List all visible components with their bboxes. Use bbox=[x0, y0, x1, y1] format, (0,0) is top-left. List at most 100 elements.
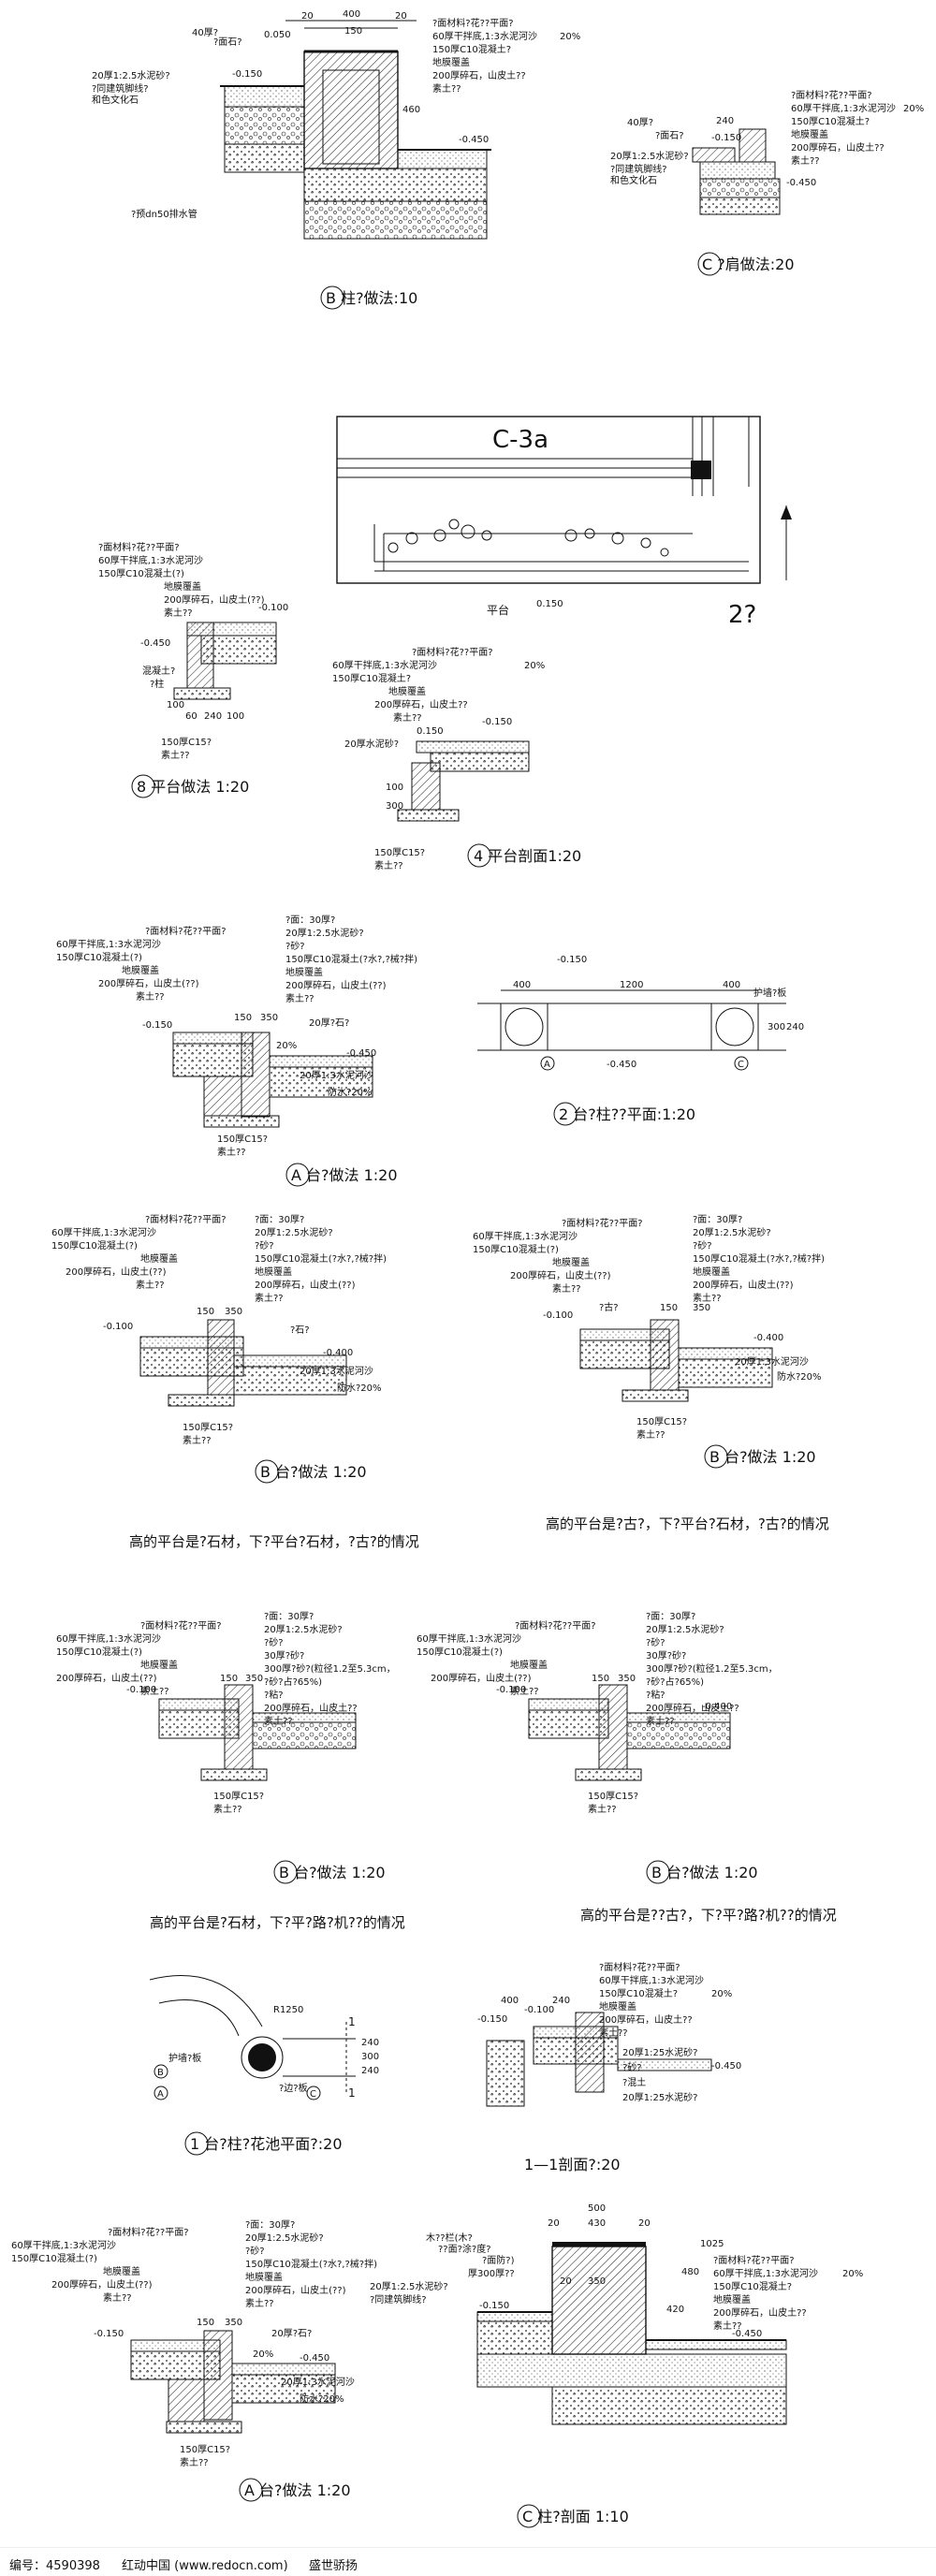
layer-6: 素土?? bbox=[136, 990, 165, 1003]
note-concrete: 混凝土? bbox=[142, 665, 175, 677]
title-d8: B 台?做法 1:20 bbox=[709, 1448, 816, 1466]
note-c15: 150厚C15? bbox=[183, 1422, 233, 1433]
layer-2: 60厚干拌底,1:3水泥河沙 bbox=[432, 30, 537, 42]
layer-3: 150厚C10混凝土? bbox=[332, 672, 411, 684]
note-soil: 素土?? bbox=[161, 749, 190, 761]
dim-300: 300 bbox=[386, 801, 403, 812]
dim-350: 350 bbox=[693, 1303, 710, 1313]
rlayer-8: 200厚碎石，山皮土?? bbox=[646, 1702, 739, 1714]
layer-4: 地膜覆盖 bbox=[552, 1256, 590, 1268]
layer-6: 素土?? bbox=[552, 1282, 581, 1295]
plan-section-mark: 2? bbox=[728, 601, 756, 629]
dim-400: 400 bbox=[501, 1996, 519, 2006]
elev-m0100: -0.100 bbox=[126, 1685, 156, 1695]
title-d6: 2 台?柱??平面:1:20 bbox=[559, 1105, 695, 1123]
note-d8: 高的平台是?古?，下?平台?石材，?古?的情况 bbox=[546, 1515, 829, 1532]
rlayer-8: 200厚碎石，山皮土?? bbox=[264, 1702, 358, 1714]
note-mix: ?混土 bbox=[622, 2076, 646, 2088]
layer-1: ?面材料?花??平面? bbox=[412, 646, 493, 658]
layer-5: 200厚碎石，山皮土(??) bbox=[56, 1672, 157, 1684]
dim-480: 480 bbox=[681, 2267, 699, 2277]
dim-240b: 240 bbox=[361, 2066, 379, 2076]
elev-m0150: -0.150 bbox=[711, 133, 741, 143]
title-d14: C 柱?剖面 1:10 bbox=[522, 2508, 629, 2525]
dim-20a: 20 bbox=[301, 11, 314, 22]
note-stone: 20厚?石? bbox=[309, 1017, 349, 1029]
rlayer-3: ?砂? bbox=[285, 940, 305, 952]
rlayer-2: 20厚1:2.5水泥砂? bbox=[285, 927, 364, 939]
elev-m0100: -0.100 bbox=[543, 1310, 573, 1321]
slope-20: 20% bbox=[560, 32, 580, 42]
note-edge: ?边?板 bbox=[279, 2082, 308, 2094]
layer-2: 60厚干拌底,1:3水泥河沙 bbox=[56, 1632, 161, 1645]
elev-m0400: -0.400 bbox=[702, 1702, 732, 1712]
title-d2: C ?肩做法:20 bbox=[702, 256, 795, 273]
dim-400: 400 bbox=[343, 9, 360, 20]
elev-m0450: -0.450 bbox=[140, 638, 170, 649]
note-soil: 素土?? bbox=[374, 859, 403, 871]
mark-b: B bbox=[157, 2068, 164, 2078]
rlayer-3: ?砂? bbox=[646, 1636, 665, 1648]
dim-350: 350 bbox=[225, 1307, 242, 1317]
dim-r1250: R1250 bbox=[273, 2005, 303, 2015]
dim-150: 150 bbox=[220, 1674, 238, 1684]
layer-2: 60厚干拌底,1:3水泥河沙 bbox=[599, 1974, 704, 1986]
layer-1: ?面材料?花??平面? bbox=[713, 2254, 795, 2266]
detail-column-section: 20 400 20 0.050 150 40厚? ?面石? 20厚1:2.5水泥… bbox=[92, 9, 580, 310]
dim-100: 100 bbox=[386, 783, 403, 793]
dim-20c: 20 bbox=[560, 2276, 572, 2287]
cut-1a: 1 bbox=[348, 2015, 356, 2028]
slope-20: 20% bbox=[711, 1989, 732, 1999]
elev-m0150: -0.150 bbox=[482, 717, 512, 727]
elev-m0100: -0.100 bbox=[103, 1322, 133, 1332]
title-d12: 1—1剖面?:20 bbox=[524, 2156, 621, 2174]
rlayer-7: 素土?? bbox=[255, 1292, 284, 1304]
layer-3: 150厚C10混凝土(?) bbox=[56, 1646, 142, 1658]
note-d10: 高的平台是??古?，下?平?路?机??的情况 bbox=[580, 1907, 837, 1924]
layer-5: 200厚碎石，山皮土(??) bbox=[431, 1672, 532, 1684]
elev-m0450: -0.450 bbox=[732, 2329, 762, 2339]
layer-4: 地膜覆盖 bbox=[164, 580, 201, 593]
rlayer-7: 素土?? bbox=[285, 992, 314, 1004]
mark-c: C bbox=[310, 2089, 316, 2100]
layer-5: 200厚碎石，山皮土(??) bbox=[66, 1266, 167, 1278]
elev-m0150: -0.150 bbox=[94, 2329, 124, 2339]
note-culture: 和色文化石 bbox=[610, 174, 657, 186]
dim-350: 350 bbox=[588, 2276, 606, 2287]
note-railing: 木??栏(木? bbox=[426, 2232, 473, 2244]
rlayer-6: ?砂?占?65%) bbox=[264, 1676, 322, 1688]
dim-60: 60 bbox=[185, 711, 197, 722]
mark-a: A bbox=[157, 2089, 164, 2100]
layer-6: 素土?? bbox=[599, 2027, 628, 2039]
note-mortar: 20厚1:2.5水泥砂? bbox=[610, 150, 689, 162]
layer-6: 素土?? bbox=[103, 2291, 132, 2304]
note-c15: 150厚C15? bbox=[374, 847, 425, 858]
layer-5: 200厚碎石，山皮土?? bbox=[432, 69, 526, 81]
dim-300: 300 bbox=[361, 2052, 379, 2062]
layer-3: 150厚C10混凝土(?) bbox=[417, 1646, 503, 1658]
dim-460: 460 bbox=[402, 105, 420, 115]
note-d9: 高的平台是?石材，下?平?路?机??的情况 bbox=[150, 1914, 405, 1931]
detail-step-b2: ?面材料?花??平面? 60厚干拌底,1:3水泥河沙 150厚C10混凝土(?)… bbox=[473, 1214, 825, 1469]
layer-6: 素土?? bbox=[393, 711, 422, 724]
rlayer-5: 300厚?砂?(粒径1.2至5.3cm， bbox=[646, 1662, 778, 1675]
note-c15: 150厚C15? bbox=[636, 1416, 687, 1427]
layer-3: 150厚C10混凝土(?) bbox=[56, 951, 142, 963]
layer-3: 150厚C10混凝土? bbox=[599, 1987, 678, 1999]
title-d10: B 台?做法 1:20 bbox=[651, 1864, 758, 1881]
rlayer-1: ?面：30厚? bbox=[264, 1611, 314, 1622]
note-col: ?柱 bbox=[150, 678, 164, 690]
note-culture-stone: 和色文化石 bbox=[92, 94, 139, 106]
layer-5: 200厚碎石，山皮土(??) bbox=[98, 977, 199, 989]
rlayer-5: 地膜覆盖 bbox=[285, 966, 323, 978]
rlayer-5: 地膜覆盖 bbox=[245, 2271, 283, 2283]
dim-20a: 20 bbox=[548, 2218, 560, 2229]
rlayer-7: 素土?? bbox=[245, 2297, 274, 2309]
cut-1b: 1 bbox=[348, 2086, 356, 2100]
footer-bar: 编号：4590398 红动中国 (www.redocn.com) 盛世骄扬 bbox=[0, 2548, 936, 2576]
dim-240: 240 bbox=[204, 711, 222, 722]
rlayer-5: 地膜覆盖 bbox=[255, 1266, 292, 1278]
rlayer-7: ?粘? bbox=[264, 1689, 284, 1701]
title-d11: 1 台?柱?花池平面?:20 bbox=[190, 2135, 343, 2153]
